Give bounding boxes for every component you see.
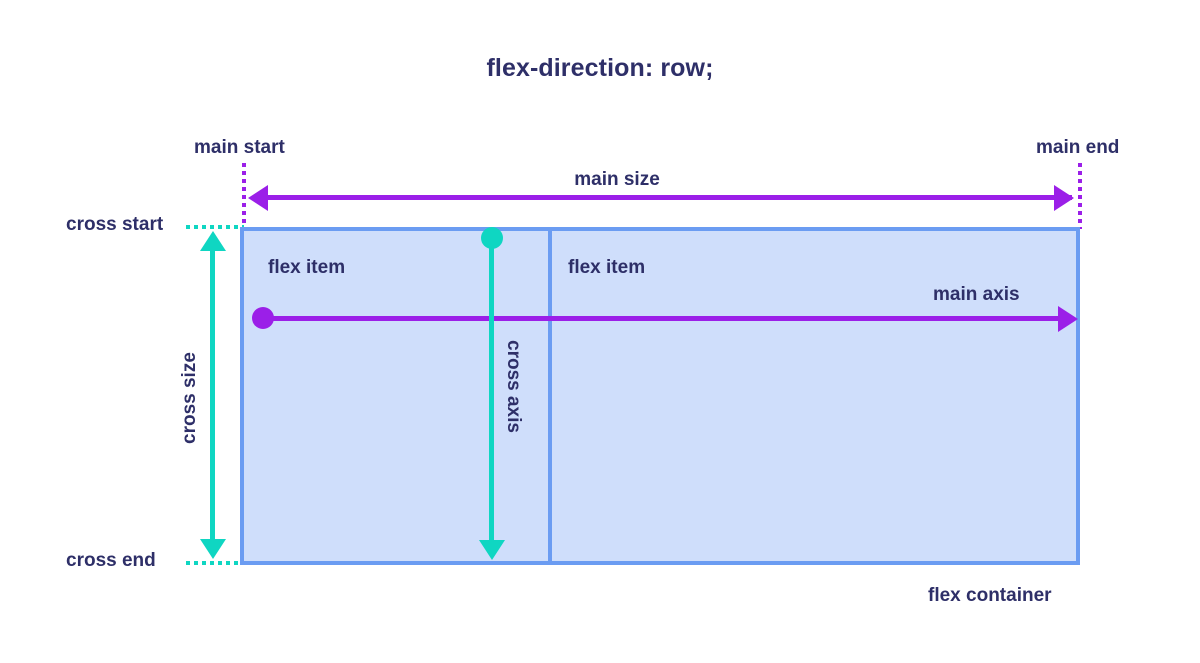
cross-size-arrowhead-bottom xyxy=(200,539,226,559)
cross-size-label: cross size xyxy=(179,352,200,444)
cross-axis-label: cross axis xyxy=(503,340,524,433)
cross-start-label: cross start xyxy=(66,214,164,235)
cross-end-guide-line xyxy=(186,561,244,565)
main-size-arrowhead-left xyxy=(248,185,268,211)
main-size-line xyxy=(266,195,1072,200)
flex-item-divider xyxy=(548,231,552,561)
main-axis-line xyxy=(263,316,1061,321)
page-title: flex-direction: row; xyxy=(486,54,714,82)
main-start-label: main start xyxy=(194,137,285,158)
cross-axis-line xyxy=(489,238,494,540)
cross-end-label: cross end xyxy=(66,550,156,571)
main-end-label: main end xyxy=(1036,137,1120,158)
cross-axis-arrowhead xyxy=(479,540,505,560)
main-end-guide-line xyxy=(1078,163,1082,229)
cross-size-arrowhead-top xyxy=(200,231,226,251)
main-start-guide-line xyxy=(242,163,246,229)
flex-container: flex item flex item xyxy=(240,227,1080,565)
flex-item-2-label: flex item xyxy=(568,257,646,278)
flex-container-label: flex container xyxy=(928,585,1052,606)
main-axis-label: main axis xyxy=(933,284,1020,305)
main-axis-arrowhead xyxy=(1058,306,1078,332)
cross-start-guide-line xyxy=(186,225,244,229)
flex-item-1-label: flex item xyxy=(268,257,346,278)
cross-size-line xyxy=(210,249,215,545)
main-size-arrowhead-right xyxy=(1054,185,1074,211)
main-size-label: main size xyxy=(574,169,660,190)
